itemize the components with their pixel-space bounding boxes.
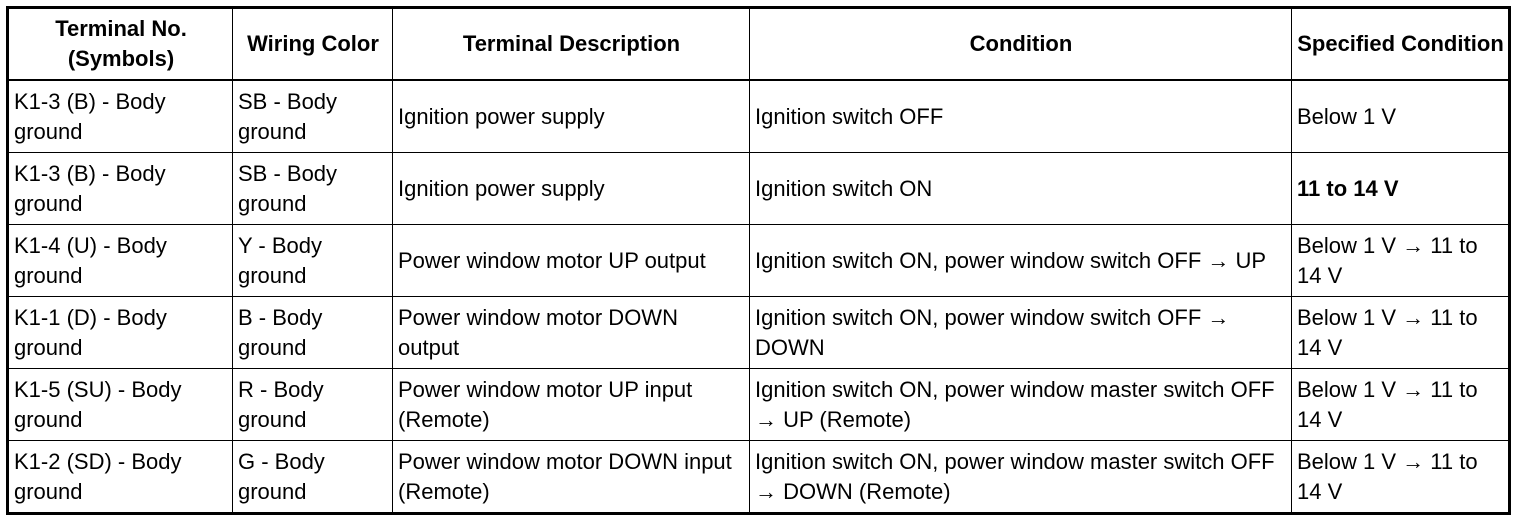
- cell-wiring-color: SB - Body ground: [232, 152, 393, 225]
- header-terminal-description: Terminal Description: [392, 7, 750, 81]
- cell-specified-condition: Below 1 V → 11 to 14 V: [1291, 224, 1510, 297]
- cell-terminal-no: K1-4 (U) - Body ground: [7, 224, 233, 297]
- cell-wiring-color: G - Body ground: [232, 440, 393, 514]
- cell-terminal-no: K1-5 (SU) - Body ground: [7, 368, 233, 441]
- header-row: Terminal No. (Symbols) Wiring Color Term…: [7, 7, 1510, 81]
- table-row: K1-2 (SD) - Body ground G - Body ground …: [7, 440, 1510, 514]
- cell-specified-condition: 11 to 14 V: [1291, 152, 1510, 225]
- cell-condition: Ignition switch ON, power window switch …: [749, 296, 1292, 369]
- cell-wiring-color: B - Body ground: [232, 296, 393, 369]
- table-row: K1-4 (U) - Body ground Y - Body ground P…: [7, 224, 1510, 297]
- cell-wiring-color: R - Body ground: [232, 368, 393, 441]
- cell-terminal-description: Power window motor UP output: [392, 224, 750, 297]
- header-condition: Condition: [749, 7, 1292, 81]
- cell-terminal-description: Power window motor UP input (Remote): [392, 368, 750, 441]
- cell-terminal-description: Power window motor DOWN input (Remote): [392, 440, 750, 514]
- table-row: K1-1 (D) - Body ground B - Body ground P…: [7, 296, 1510, 369]
- cell-terminal-no: K1-3 (B) - Body ground: [7, 79, 233, 153]
- terminal-spec-table: Terminal No. (Symbols) Wiring Color Term…: [6, 6, 1511, 515]
- cell-specified-condition: Below 1 V → 11 to 14 V: [1291, 296, 1510, 369]
- cell-terminal-description: Ignition power supply: [392, 79, 750, 153]
- cell-condition: Ignition switch ON, power window master …: [749, 440, 1292, 514]
- table-row: K1-3 (B) - Body ground SB - Body ground …: [7, 152, 1510, 225]
- cell-condition: Ignition switch ON, power window master …: [749, 368, 1292, 441]
- cell-terminal-no: K1-2 (SD) - Body ground: [7, 440, 233, 514]
- header-wiring-color: Wiring Color: [232, 7, 393, 81]
- cell-terminal-description: Ignition power supply: [392, 152, 750, 225]
- cell-condition: Ignition switch OFF: [749, 79, 1292, 153]
- cell-specified-condition: Below 1 V → 11 to 14 V: [1291, 368, 1510, 441]
- header-terminal-no: Terminal No. (Symbols): [7, 7, 233, 81]
- cell-terminal-description: Power window motor DOWN output: [392, 296, 750, 369]
- cell-wiring-color: Y - Body ground: [232, 224, 393, 297]
- cell-specified-condition: Below 1 V: [1291, 79, 1510, 153]
- header-specified-condition: Specified Condition: [1291, 7, 1510, 81]
- cell-condition: Ignition switch ON, power window switch …: [749, 224, 1292, 297]
- table-row: K1-3 (B) - Body ground SB - Body ground …: [7, 79, 1510, 153]
- cell-terminal-no: K1-3 (B) - Body ground: [7, 152, 233, 225]
- cell-specified-condition: Below 1 V → 11 to 14 V: [1291, 440, 1510, 514]
- cell-terminal-no: K1-1 (D) - Body ground: [7, 296, 233, 369]
- table-row: K1-5 (SU) - Body ground R - Body ground …: [7, 368, 1510, 441]
- cell-wiring-color: SB - Body ground: [232, 79, 393, 153]
- cell-condition: Ignition switch ON: [749, 152, 1292, 225]
